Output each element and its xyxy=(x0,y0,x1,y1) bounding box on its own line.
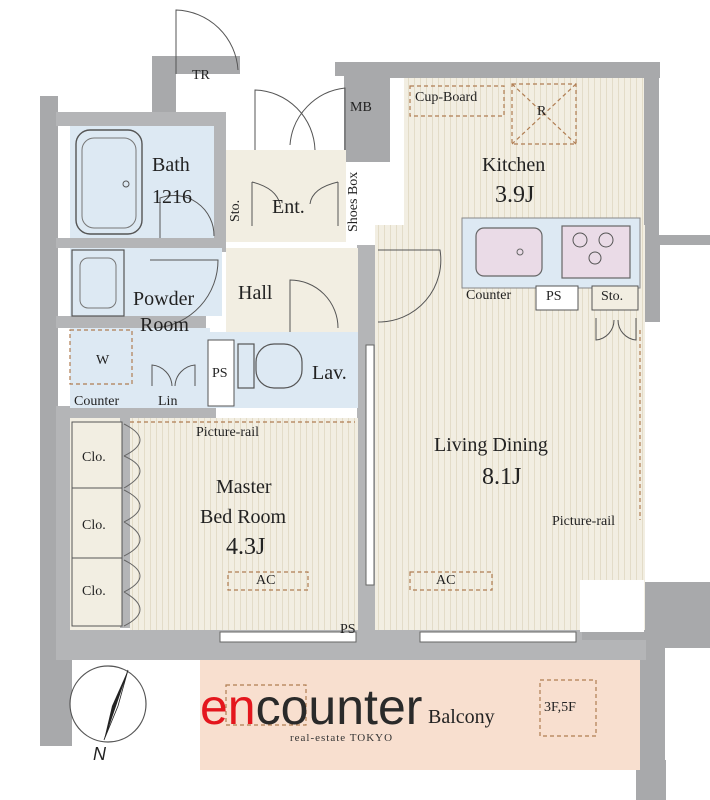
picture-rail-living-label: Picture-rail xyxy=(552,514,615,529)
floors-label: 3F,5F xyxy=(544,700,576,715)
trunk-room-label: TR xyxy=(192,68,210,83)
master-bed-size: 4.3J xyxy=(226,534,266,560)
closet-3-label: Clo. xyxy=(82,584,106,599)
logo-tagline: real-estate TOKYO xyxy=(290,732,394,744)
lav-ps-label: PS xyxy=(212,366,228,381)
powder-counter-label: Counter xyxy=(74,394,120,409)
logo-part-counter: counter xyxy=(255,679,423,735)
bathtub xyxy=(75,129,143,235)
brand-logo: encounter xyxy=(200,682,422,732)
shoes-box-label: Shoes Box xyxy=(346,171,361,232)
master-bed-label-2: Bed Room xyxy=(200,506,287,528)
kitchen-ps-label: PS xyxy=(546,289,562,304)
ac-bed-label: AC xyxy=(256,573,276,588)
dashed-features xyxy=(69,83,641,737)
kitchen-size: 3.9J xyxy=(495,182,535,208)
master-bed-label-1: Master xyxy=(216,476,272,498)
kitchen-unit xyxy=(461,217,641,311)
hall-label: Hall xyxy=(238,282,273,304)
closet-1-label: Clo. xyxy=(82,450,106,465)
refrigerator-label: R xyxy=(537,104,547,119)
bed-ps-label: PS xyxy=(340,622,356,637)
cupboard-label: Cup-Board xyxy=(415,90,478,105)
sink xyxy=(71,249,125,317)
windows xyxy=(219,344,577,643)
logo-part-en: en xyxy=(200,679,256,735)
lavatory-label: Lav. xyxy=(312,362,347,384)
powder-room-label-1: Powder xyxy=(133,288,195,310)
compass-rose xyxy=(69,665,147,743)
bath-label: Bath xyxy=(152,154,190,176)
picture-rail-bed-label: Picture-rail xyxy=(196,425,259,440)
entrance-label: Ent. xyxy=(272,196,305,218)
closet-2-label: Clo. xyxy=(82,518,106,533)
living-dining-label: Living Dining xyxy=(434,434,548,456)
closet-doors xyxy=(123,423,141,627)
closets xyxy=(71,421,123,627)
bath-size: 1216 xyxy=(152,186,192,208)
compass-north-label: N xyxy=(93,744,106,764)
storage-ent-label: Sto. xyxy=(228,199,243,222)
meter-box-label: MB xyxy=(350,100,372,115)
washer-label: W xyxy=(96,353,110,368)
kitchen-storage-label: Sto. xyxy=(601,289,624,304)
powder-room-label-2: Room xyxy=(140,314,189,336)
living-dining-size: 8.1J xyxy=(482,464,522,490)
balcony-label: Balcony xyxy=(428,706,495,728)
toilet xyxy=(207,339,303,407)
door-swings xyxy=(150,9,637,387)
linen-label: Lin xyxy=(158,394,178,409)
kitchen-counter-label: Counter xyxy=(466,288,512,303)
ac-living-label: AC xyxy=(436,573,456,588)
kitchen-label: Kitchen xyxy=(482,154,546,176)
